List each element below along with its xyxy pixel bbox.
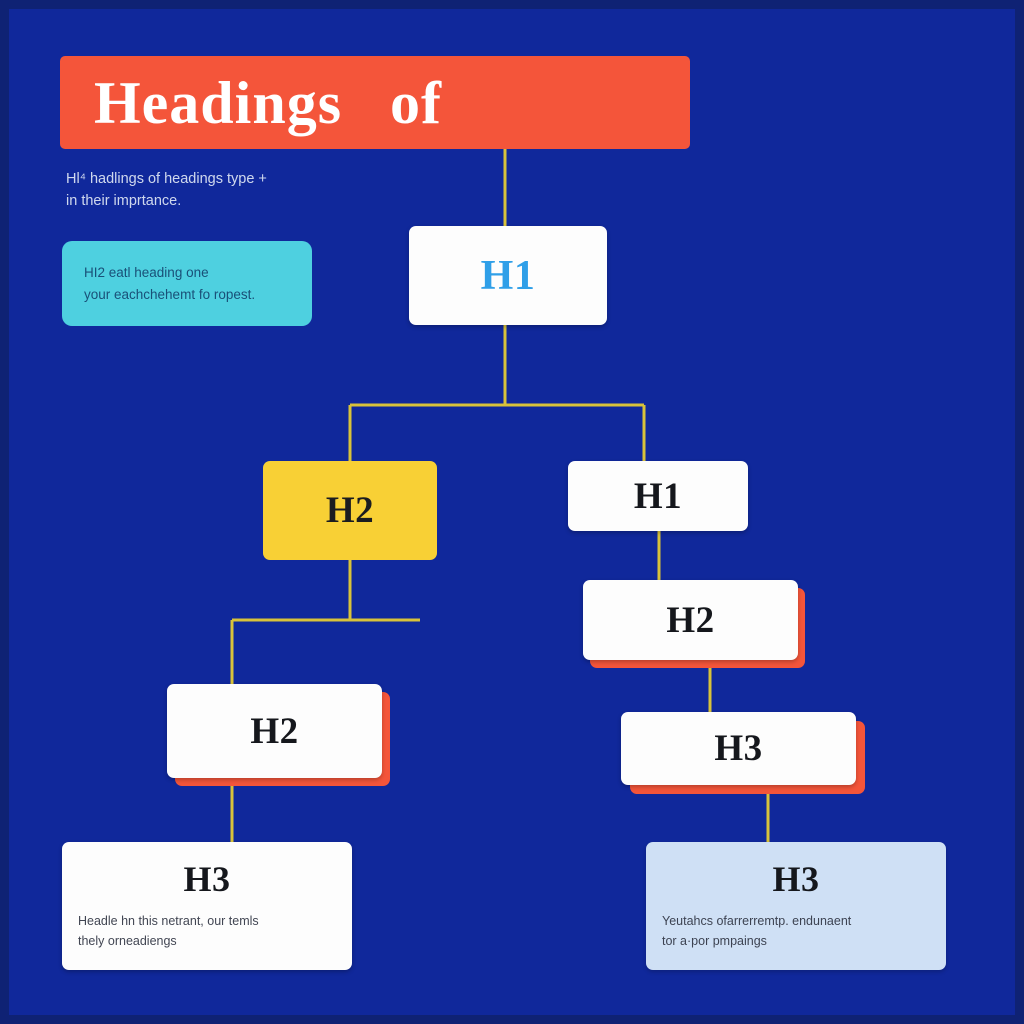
- note-line-2: your eachchehemt fo ropest.: [84, 286, 256, 302]
- node-h3-bottomleft-desc-line-1: Headle hn this netrant, our temls: [78, 914, 259, 928]
- node-h3-bottomright-desc-line-2: tor a·por pmpaings: [662, 934, 767, 948]
- node-h3-bottomleft-desc-line-2: thely orneadiengs: [78, 934, 177, 948]
- intro-line-1: Hl⁴ hadlings of headings type +: [66, 171, 267, 187]
- page-title: Headings of: [94, 69, 443, 136]
- node-h3-bottomright-desc-line-1: Yeutahcs ofarrerremtp. endunaent: [662, 914, 852, 928]
- node-h3-bottomleft-description: Headle hn this netrant, our temls thely …: [62, 911, 275, 951]
- node-h1-right-label: H1: [633, 475, 683, 517]
- node-h3-bottomright-label: H3: [772, 859, 820, 899]
- node-h2-right-label: H2: [666, 599, 715, 641]
- node-h1-right[interactable]: H1: [568, 461, 748, 531]
- node-h2-yellow-label: H2: [325, 490, 375, 531]
- node-h3-rightmid-label: H3: [714, 728, 763, 769]
- node-h2-left-label: H2: [250, 710, 299, 752]
- node-h3-bottomright-description: Yeutahcs ofarrerremtp. endunaent tor a·p…: [646, 911, 867, 951]
- intro-line-2: in their imprtance.: [66, 193, 182, 210]
- node-h3-bottomright[interactable]: H3 Yeutahcs ofarrerremtp. endunaent tor …: [646, 842, 946, 970]
- node-h3-bottomleft-label: H3: [183, 859, 231, 899]
- intro-text: Hl⁴ hadlings of headings type + in their…: [66, 168, 366, 213]
- node-h1-main[interactable]: H1: [409, 226, 607, 325]
- node-h3-rightmid[interactable]: H3: [621, 712, 856, 785]
- note-box: HI2 eatl heading one your eachchehemt fo…: [62, 241, 312, 326]
- node-h2-right[interactable]: H2: [583, 580, 798, 660]
- node-h2-left[interactable]: H2: [167, 684, 382, 778]
- title-banner: Headings of: [60, 56, 690, 149]
- node-h1-main-label: H1: [480, 252, 536, 299]
- node-h3-bottomleft[interactable]: H3 Headle hn this netrant, our temls the…: [62, 842, 352, 970]
- node-h2-yellow[interactable]: H2: [263, 461, 437, 560]
- note-line-1: HI2 eatl heading one: [84, 264, 209, 280]
